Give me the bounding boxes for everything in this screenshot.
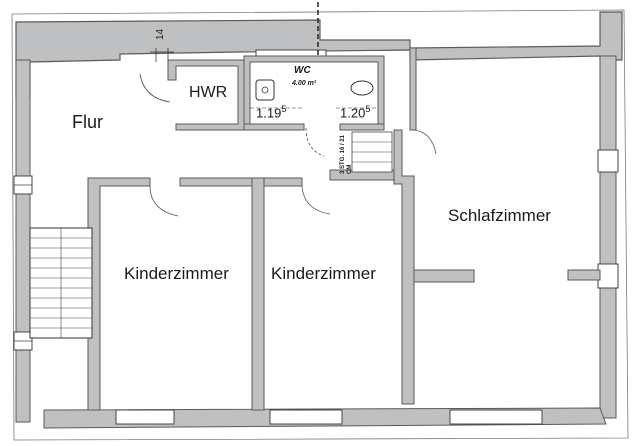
stairs-note: 3 STG. 16 / 21 CM xyxy=(340,134,353,174)
wc-door-swing xyxy=(305,127,325,157)
room-label-flur: Flur xyxy=(72,112,103,132)
wc-toilet xyxy=(350,80,374,96)
bedroom-wall-top-left xyxy=(409,47,417,131)
wc-left-dimension-sup: 5 xyxy=(281,104,287,114)
kinderzimmer-divider-wall xyxy=(251,177,265,411)
window-right-1 xyxy=(597,149,619,173)
wc-basin xyxy=(255,79,275,101)
small-stairs xyxy=(351,131,393,173)
door-swing-flur xyxy=(139,73,171,103)
window-bottom-2 xyxy=(269,409,343,425)
door-swing-kz1 xyxy=(149,185,179,217)
wc-bottom-wall-left xyxy=(243,123,305,131)
right-exterior-wall xyxy=(599,55,617,419)
wc-right-dimension-sup: 5 xyxy=(365,104,371,114)
window-bottom-3 xyxy=(449,409,543,425)
hwr-dimension-label: 14 xyxy=(155,28,166,40)
bedroom-partition xyxy=(413,269,475,283)
bedroom-partition-right xyxy=(567,269,601,281)
bedroom-left-wall xyxy=(393,129,415,405)
wc-left-dimension: 1.195 xyxy=(256,104,286,120)
kinderzimmer-2-top-left xyxy=(263,177,303,187)
door-swing-bed xyxy=(413,129,437,155)
room-label-schlafzimmer: Schlafzimmer xyxy=(448,206,551,225)
kinderzimmer-1-walls xyxy=(87,177,151,411)
outer-construction-line xyxy=(11,9,629,441)
room-label-hwr: HWR xyxy=(189,84,228,101)
wc-right-dimension: 1.205 xyxy=(340,104,370,120)
kinderzimmer-1-top-right xyxy=(179,177,257,187)
window-bottom-1 xyxy=(115,409,175,425)
wc-right-dimension-main: 1.20 xyxy=(340,105,366,121)
staircase xyxy=(29,227,93,339)
wc-area-label: 4.00 m² xyxy=(292,80,317,87)
room-label-wc: WC xyxy=(294,65,311,76)
window-right-2 xyxy=(597,263,619,289)
left-exterior-wall xyxy=(15,59,31,423)
wc-bottom-wall-right xyxy=(339,123,385,131)
door-swing-kz2 xyxy=(301,185,331,215)
room-label-kinderzimmer-2: Kinderzimmer xyxy=(271,264,376,283)
wc-left-dimension-main: 1.19 xyxy=(256,105,282,121)
room-label-kinderzimmer-1: Kinderzimmer xyxy=(124,264,229,283)
